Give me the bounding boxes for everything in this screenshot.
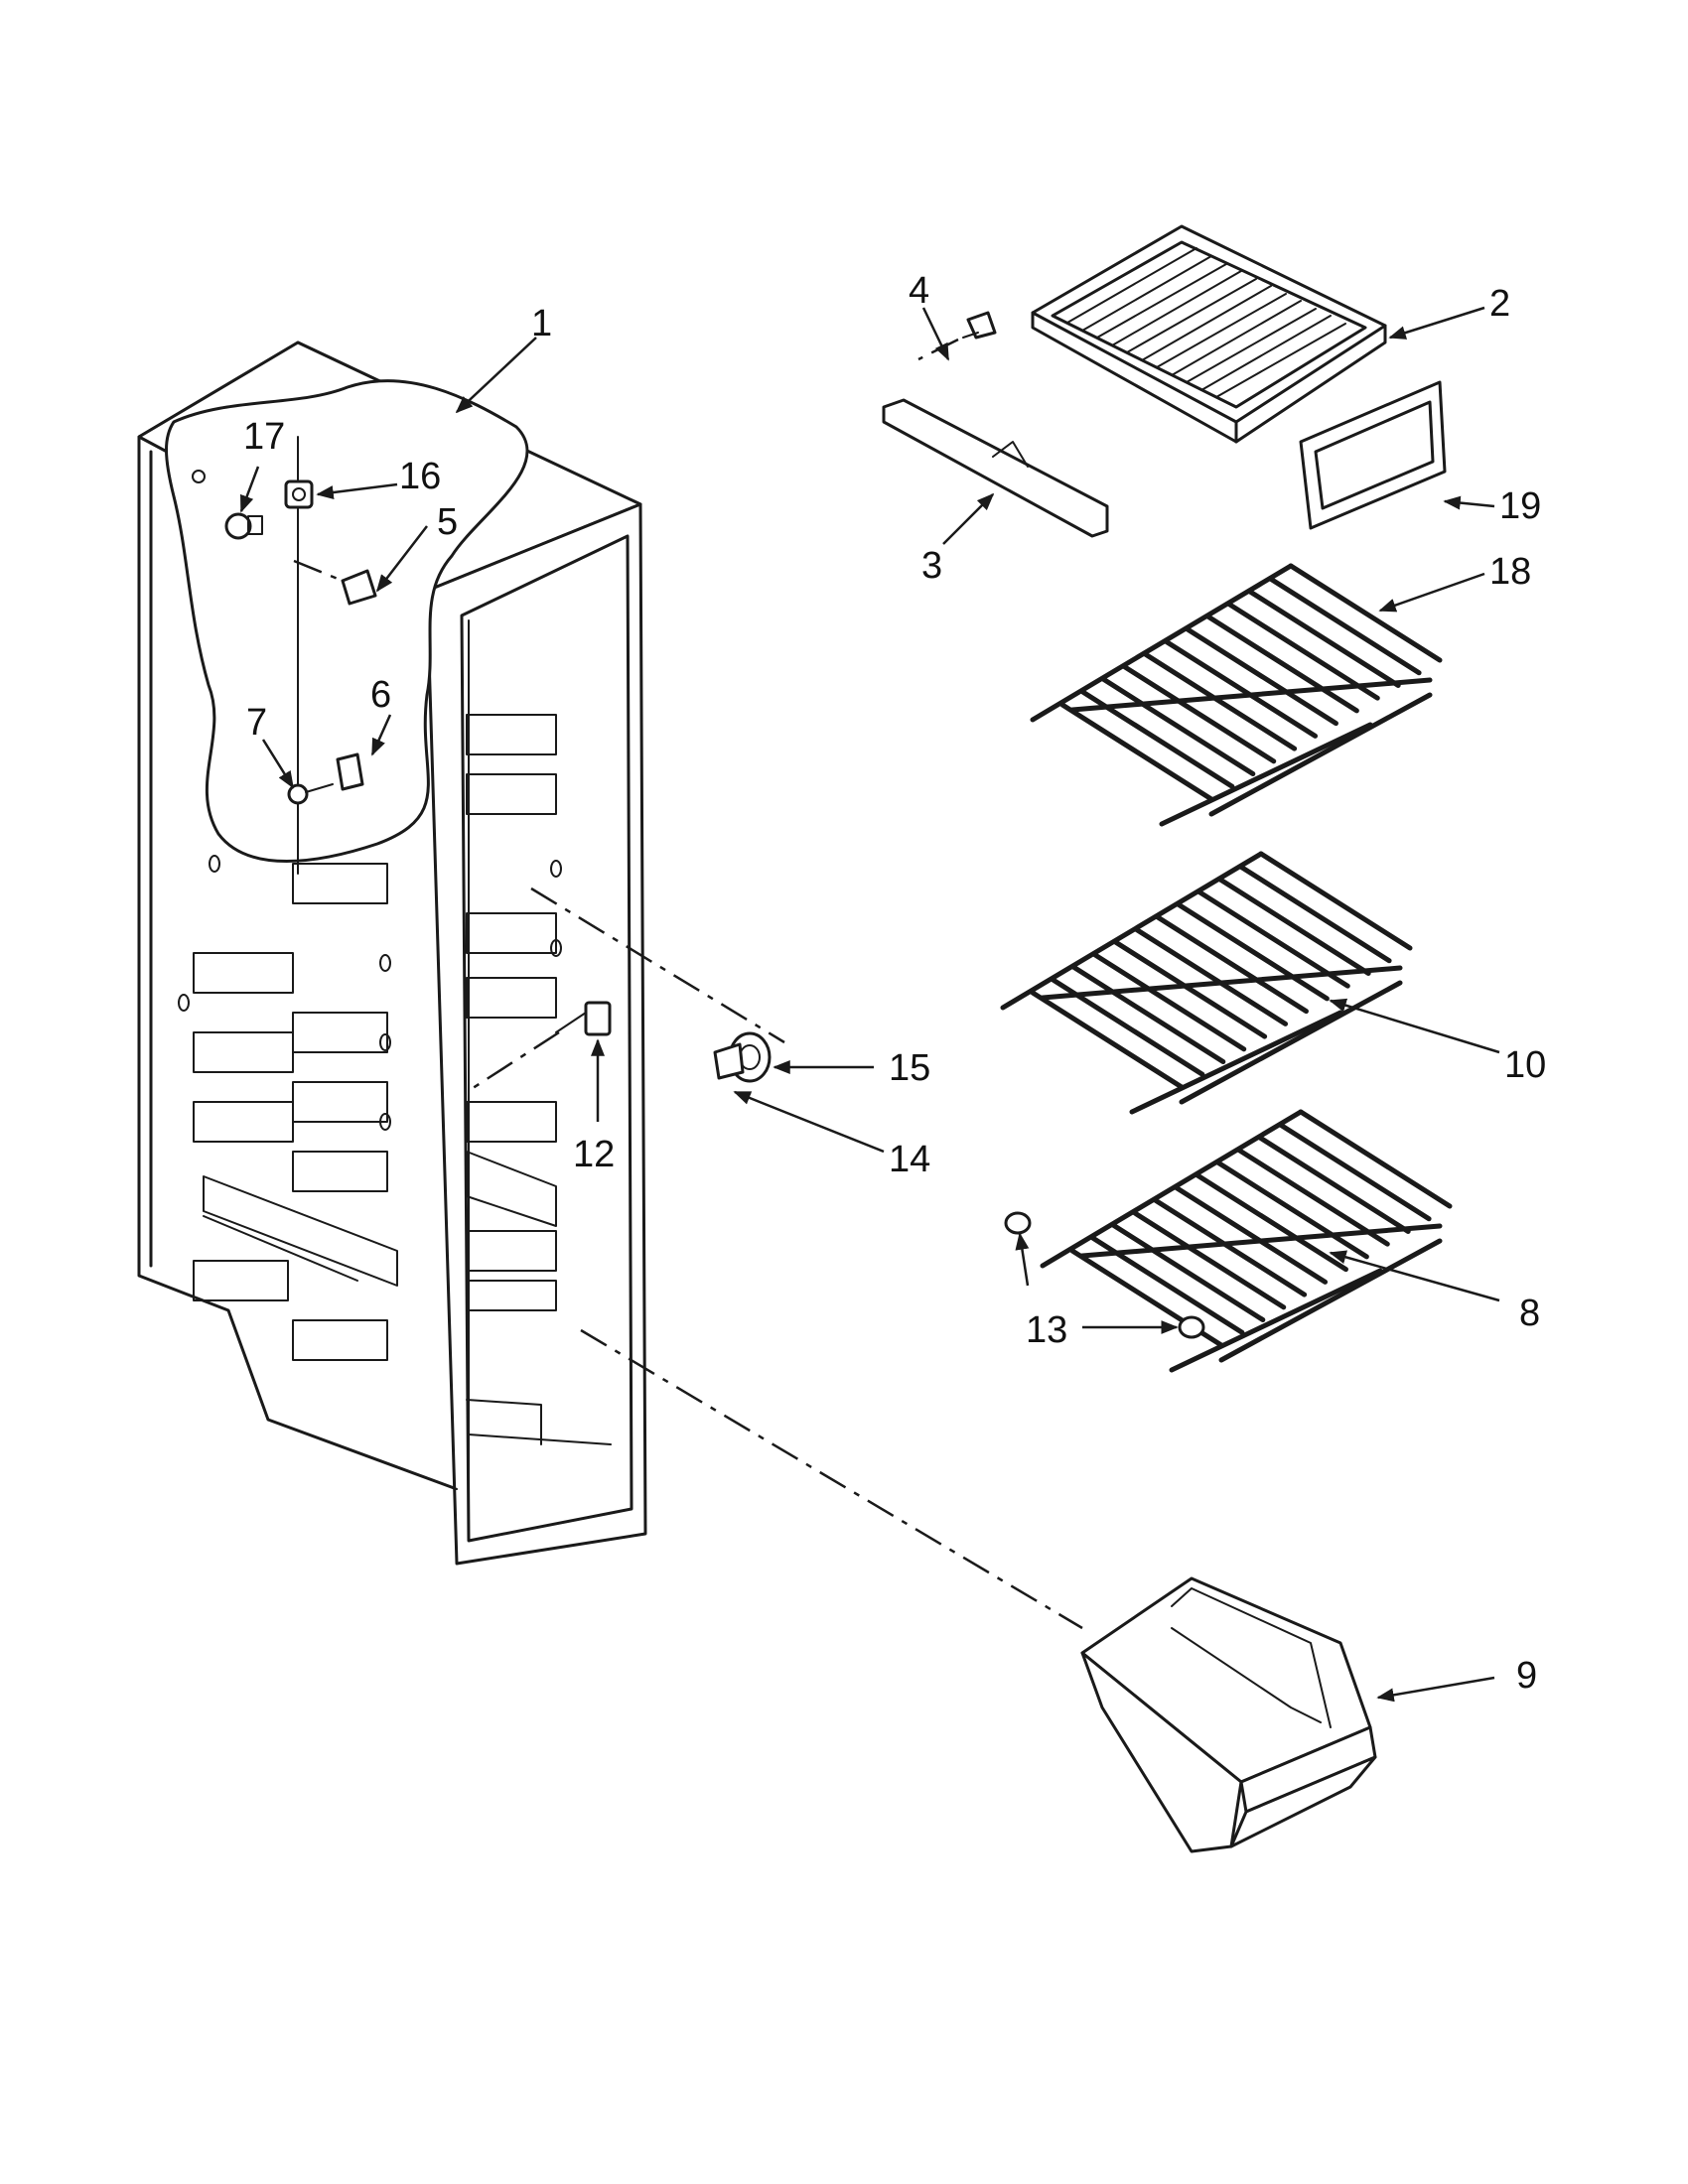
- callout-14: 14: [889, 1139, 930, 1180]
- wire-shelf-lower: [1040, 1109, 1453, 1373]
- shelf-cross-rod: [1129, 1010, 1343, 1115]
- shelf-cross-rod: [1169, 1268, 1383, 1373]
- shelf-wire: [1237, 864, 1392, 964]
- shelf-cross-rod: [1159, 722, 1373, 827]
- callout-18: 18: [1489, 551, 1531, 593]
- callout-5: 5: [437, 501, 458, 543]
- shelf-front-rod: [1208, 692, 1433, 817]
- drawer-wheel: [713, 1031, 772, 1083]
- screw: [287, 783, 334, 805]
- shelf-wire: [1113, 939, 1268, 1039]
- shelf-wire: [1196, 888, 1350, 989]
- shelf-front-rod: [1218, 1238, 1443, 1363]
- wire-shelf-middle: [1000, 851, 1413, 1115]
- shelf-wire: [1080, 689, 1235, 789]
- callout-1: 1: [531, 303, 552, 344]
- shelf-wire: [1174, 1184, 1329, 1285]
- callout-17: 17: [243, 416, 285, 458]
- callout-3: 3: [921, 545, 942, 587]
- shelf-wire: [1164, 638, 1319, 739]
- callout-2: 2: [1489, 283, 1510, 325]
- shelf-front-rod: [1179, 980, 1403, 1105]
- shelf-end-cap: [1004, 1211, 1205, 1339]
- shelf-wire: [1132, 1210, 1287, 1310]
- shelf-wire: [1143, 651, 1298, 751]
- leader-lines: [239, 306, 1500, 1703]
- shelf-wire: [1246, 588, 1401, 688]
- shelf-wire: [1111, 1223, 1266, 1323]
- light-socket: [284, 479, 314, 509]
- callout-15: 15: [889, 1047, 930, 1089]
- shelf-wire: [1298, 1109, 1453, 1209]
- shelf-wire: [1258, 851, 1413, 951]
- callout-19: 19: [1499, 485, 1541, 527]
- shelf-wire: [1059, 702, 1214, 802]
- shelf-wire: [1288, 563, 1443, 663]
- callout-13: 13: [1026, 1309, 1067, 1351]
- callout-7: 7: [246, 702, 267, 744]
- shelf-wire: [1071, 965, 1226, 1065]
- callout-8: 8: [1519, 1293, 1540, 1334]
- shelf-wire: [1101, 677, 1256, 777]
- shelf-wire: [1175, 901, 1330, 1002]
- callout-4: 4: [909, 270, 929, 312]
- callout-6: 6: [370, 674, 391, 716]
- shelf-wire: [1214, 1160, 1369, 1260]
- bracket-part: [336, 752, 364, 791]
- shelf-wire: [1277, 1122, 1432, 1222]
- freezer-liner: [137, 341, 647, 1566]
- callout-16: 16: [399, 456, 441, 497]
- shelf-frame: [1031, 224, 1387, 444]
- wire-shelf-upper: [1030, 563, 1443, 827]
- support-screw: [962, 311, 997, 340]
- shelf-wire: [1154, 914, 1309, 1015]
- shelf-wire: [1134, 926, 1289, 1026]
- shelf-wire: [1267, 576, 1422, 676]
- shelf-wire: [1235, 1147, 1390, 1247]
- shelf-wire: [1051, 977, 1205, 1077]
- shelf-wire: [1030, 990, 1185, 1090]
- light-bulb: [224, 512, 263, 540]
- shelf-wire: [1153, 1197, 1308, 1297]
- callout-9: 9: [1516, 1655, 1537, 1697]
- callout-10: 10: [1504, 1044, 1546, 1086]
- shelf-wire: [1194, 1172, 1348, 1273]
- callout-12: 12: [573, 1134, 615, 1175]
- shelf-wire: [1225, 601, 1380, 701]
- crisper-glass: [1299, 380, 1447, 530]
- shelf-wire: [1256, 1134, 1411, 1234]
- shelf-wire: [1204, 614, 1359, 714]
- shelf-wire: [1216, 876, 1371, 976]
- shelf-support: [882, 398, 1109, 538]
- freezer-bin: [1080, 1576, 1377, 1853]
- callout-labels: 1 2 3 4 5 6 7 8 9 10 12 13 14 15 16 17 1…: [243, 270, 1546, 1697]
- hinge-clip: [341, 569, 377, 606]
- thermistor-connector: [555, 1001, 612, 1036]
- shelf-wire: [1184, 626, 1338, 727]
- shelf-wire: [1092, 952, 1247, 1052]
- shelf-wire: [1122, 664, 1277, 764]
- shelf-wire: [1090, 1235, 1245, 1335]
